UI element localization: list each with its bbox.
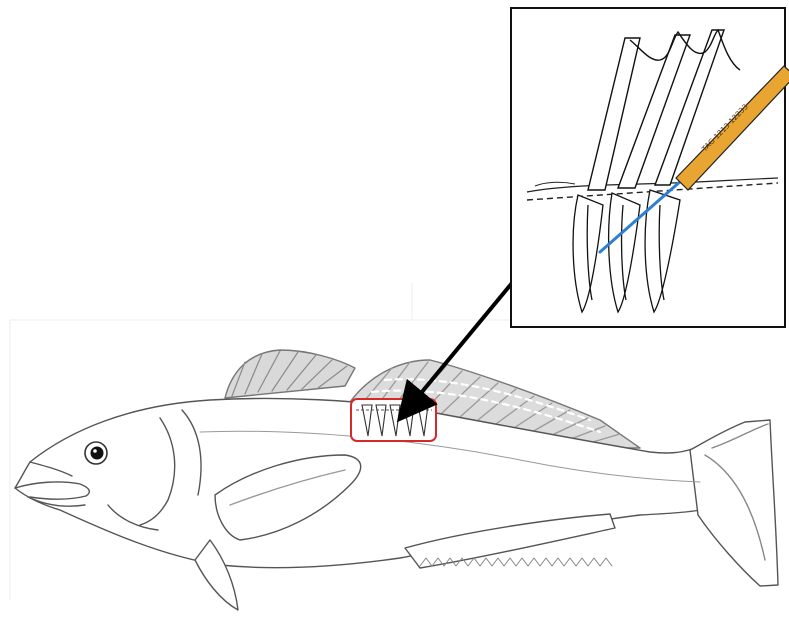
tag-location-highlight [351,399,436,441]
tail-fin [690,420,778,586]
fish-eye [85,442,107,464]
fish-illustration [15,350,778,610]
inset-panel: TAG 1213 12233 [511,8,789,327]
first-dorsal-fin [225,350,355,398]
